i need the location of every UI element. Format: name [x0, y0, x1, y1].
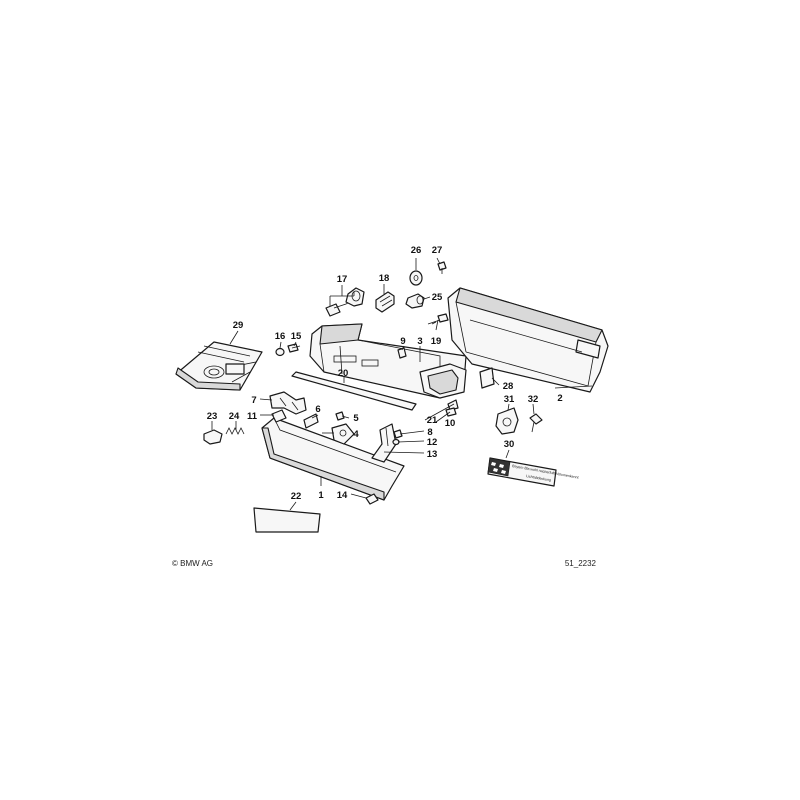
callout-24: 24: [229, 411, 240, 422]
part-22-flat-pad: [253, 507, 321, 533]
callout-5: 5: [353, 413, 359, 424]
diagram-id: 51_2232: [565, 559, 597, 568]
part-28-latch-plate: [479, 367, 495, 389]
part-29-cup-holder-tray: [175, 341, 263, 391]
part-16-cap: [275, 347, 285, 357]
part-27-screw: [437, 261, 447, 274]
leader-lines: [211, 257, 593, 511]
part-6-clip: [303, 413, 319, 429]
part-31-bracket: [495, 407, 519, 435]
callout-6: 6: [315, 404, 320, 415]
callout-28: 28: [503, 381, 514, 392]
callout-18: 18: [379, 273, 390, 284]
part-10-clip: [445, 407, 457, 417]
callout-4: 4: [353, 429, 359, 440]
part-5-screw: [335, 411, 345, 421]
callout-9: 9: [400, 336, 405, 347]
callout-2: 2: [557, 393, 562, 404]
callout-23: 23: [207, 411, 218, 422]
part-8-clip: [393, 429, 403, 439]
callout-11: 11: [247, 411, 258, 422]
label-sticker-line2: Lichtabdeckung: [526, 474, 551, 482]
callout-25: 25: [432, 292, 443, 303]
part-15-screw: [287, 343, 301, 353]
callout-15: 15: [291, 331, 302, 342]
part-13-hinge-arm: [371, 423, 397, 463]
part-24-spring: [225, 427, 245, 435]
part-14-screw: [365, 493, 379, 505]
part-20-foam-strip: [291, 371, 417, 411]
callout-17: 17: [337, 274, 348, 285]
callout-27: 27: [432, 245, 443, 256]
callout-12: 12: [427, 437, 438, 448]
callout-31: 31: [504, 394, 515, 405]
part-4-hinge-plate: [331, 423, 355, 445]
callout-14: 14: [337, 490, 348, 501]
callout-32: 32: [528, 394, 539, 405]
callout-8: 8: [427, 427, 432, 438]
callout-29: 29: [233, 320, 244, 331]
callout-13: 13: [427, 449, 438, 460]
part-18-lock-barrel: [375, 291, 395, 313]
callout-21: 21: [427, 415, 438, 426]
part-2-glove-box-shell: [447, 287, 609, 393]
part-26-round-clip: [409, 270, 423, 286]
callout-22: 22: [291, 491, 302, 502]
part-30-label-sticker: Bayern Bla wohl nacherfullt Volumenkennl…: [487, 457, 580, 487]
part-3-glove-box-housing: [309, 323, 467, 399]
callout-7: 7: [251, 395, 256, 406]
callout-1: 1: [318, 490, 324, 501]
callout-30: 30: [504, 439, 515, 450]
callout-16: 16: [275, 331, 286, 342]
part-25-knob: [405, 293, 425, 309]
part-32-screw: [529, 413, 543, 433]
callout-26: 26: [411, 245, 422, 256]
part-23-latch-button: [203, 429, 223, 445]
callout-20: 20: [338, 368, 349, 379]
callout-10: 10: [445, 418, 456, 429]
callout-19: 19: [431, 336, 442, 347]
part-11-latch: [271, 409, 287, 423]
part-7-lock-mechanism: [269, 391, 307, 415]
callout-3: 3: [417, 336, 422, 347]
copyright-text: © BMW AG: [172, 559, 213, 568]
part-17-key-lock: [325, 287, 365, 317]
part-9-spring: [397, 347, 407, 359]
callouts: 1 2 3 4 5 6 7 8 9 10 11 12 13 14 15 16 1…: [207, 245, 563, 502]
part-19-screw: [427, 313, 449, 325]
